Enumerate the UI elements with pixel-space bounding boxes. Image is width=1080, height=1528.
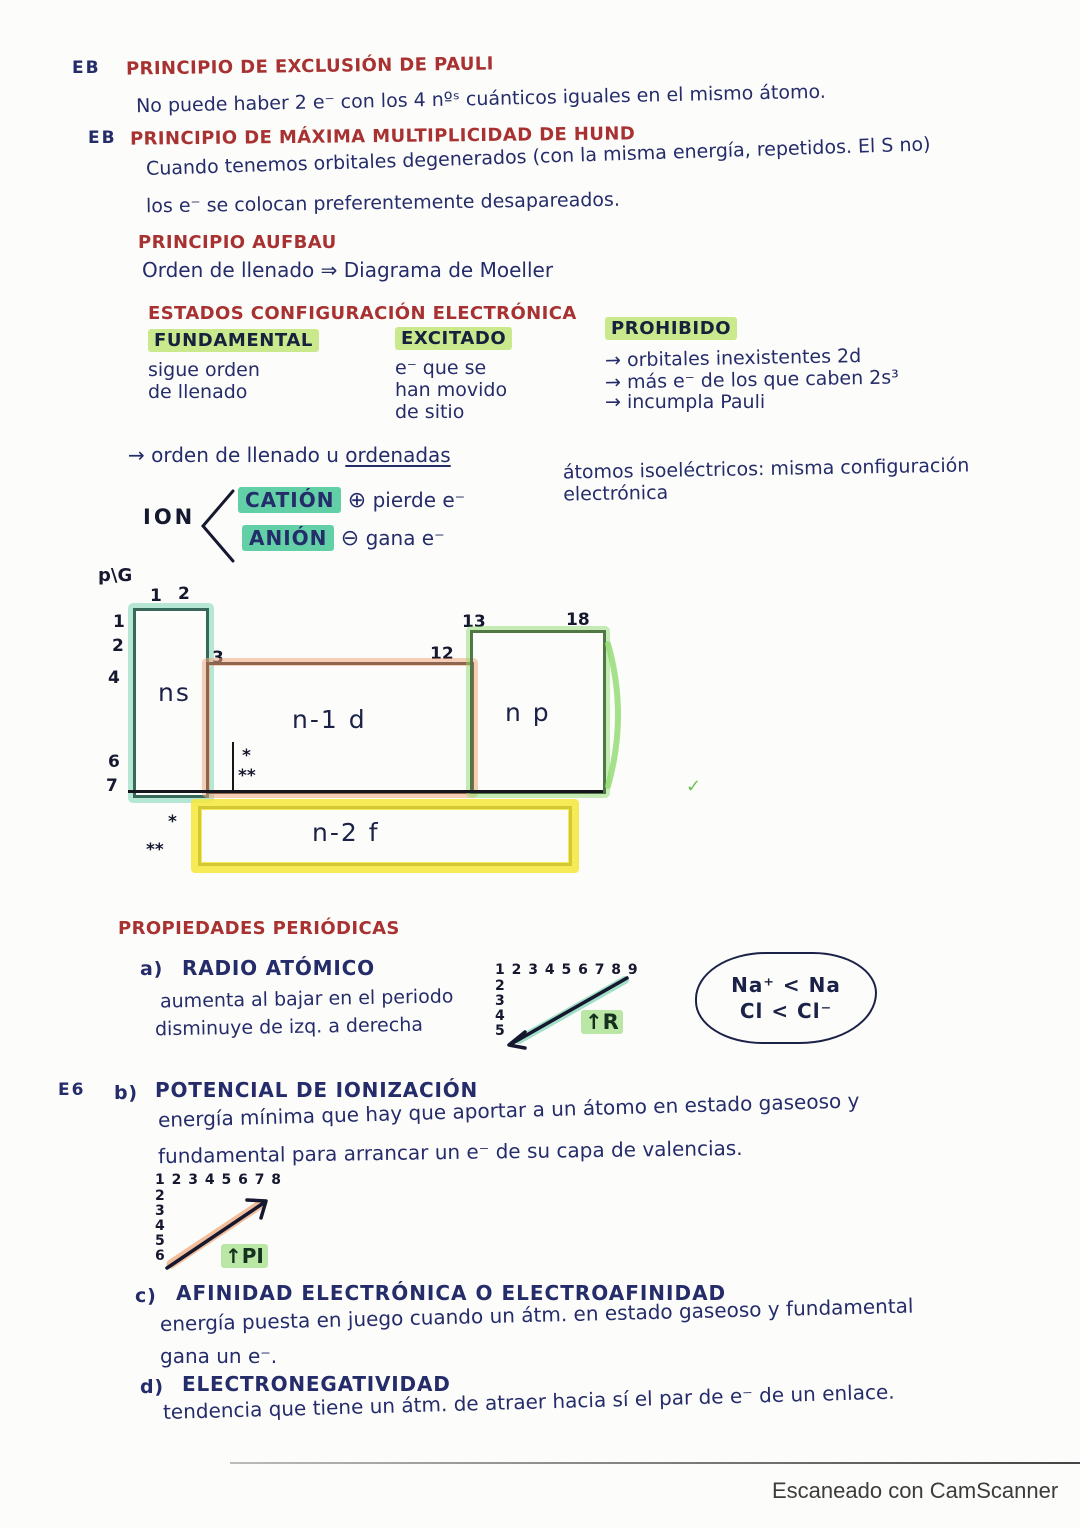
f-block-double-star: ** [146,840,164,860]
p-block-bracket-icon [605,641,621,789]
radio-body-1: aumenta al bajar en el periodo [159,985,454,1013]
fundamental-line-2: de llenado [148,381,248,403]
excitado-label: EXCITADO [395,327,513,350]
fundamental-label: FUNDAMENTAL [148,329,320,352]
ionizacion-trend-label: ↑PI [221,1244,268,1268]
radio-axis-5: 5 [495,1023,505,1039]
period-label-7: 7 [106,776,118,796]
ionizacion-axis-4: 4 [155,1218,165,1234]
afinidad-body-2: gana un e⁻. [160,1344,278,1368]
group-label-1: 1 [150,586,162,606]
period-label-4: 4 [108,668,120,688]
d-block-double-star: ** [238,766,256,786]
camscanner-credit: Escaneado con CamScanner [772,1478,1059,1503]
anion-text: gana e⁻ [365,526,445,550]
excitado-line-1: e⁻ que se [395,357,487,379]
afinidad-title: AFINIDAD ELECTRÓNICA O ELECTROAFINIDAD [176,1281,727,1305]
radio-axis-2: 2 [495,978,505,994]
prohibido-item-2: → más e⁻ de los que caben 2s³ [604,366,899,394]
cloud-line-sodium: Na⁺ < Na [731,973,841,997]
ptable-corner-label: p\G [98,565,133,586]
s-block-label: ns [158,678,191,707]
ionizacion-diagram-top-axis: 1 2 3 4 5 6 7 8 [155,1172,283,1188]
fundamental-line-1: sigue orden [148,359,260,381]
ionizacion-marker: b) [114,1082,138,1104]
check-icon: ✓ [686,776,702,797]
d-block-label: n-1 d [292,705,367,734]
ionizacion-axis-5: 5 [155,1233,165,1249]
margin-note-e6: E6 [58,1080,86,1100]
ion-label: ION [143,505,196,529]
ionizacion-axis-2: 2 [155,1188,165,1204]
radio-diagram-left-axis: 2 3 4 5 [495,979,505,1039]
estado-prohibido: PROHIBIDO → orbitales inexistentes 2d → … [604,317,899,413]
ion-brace-icon [201,489,235,563]
p-block-label: n p [505,698,551,727]
ionizacion-body-2: fundamental para arrancar un e⁻ de su ca… [157,1135,743,1169]
estado-fundamental: FUNDAMENTAL sigue orden de llenado [148,329,320,403]
period-label-1: 1 [113,612,125,632]
cloud-line-chlorine: Cl < Cl⁻ [739,999,833,1023]
cation-row: CATIÓN ⊕ pierde e⁻ [238,487,466,513]
radio-diagram-top-axis: 1 2 3 4 5 6 7 8 9 [495,962,639,978]
cation-label: CATIÓN [238,487,342,513]
aufbau-title: PRINCIPIO AUFBAU [138,232,337,253]
ionizacion-trend-diagram: 1 2 3 4 5 6 7 8 2 3 4 5 6 ↑PI [153,1172,333,1277]
orden-llenado-underlined: ordenadas [345,443,451,467]
radio-axis-3: 3 [495,993,505,1009]
minus-circle-icon: ⊖ [340,526,360,551]
afinidad-marker: c) [135,1285,157,1307]
anion-label: ANIÓN [242,525,335,551]
isoelectric-note: átomos isoeléctricos: misma configuració… [563,454,970,505]
group-label-18: 18 [566,610,590,630]
radio-marker: a) [140,958,164,980]
ionizacion-diagram-left-axis: 2 3 4 5 6 [155,1189,165,1264]
ptable-baseline [128,790,603,793]
pauli-title: PRINCIPIO DE EXCLUSIÓN DE PAULI [125,53,494,80]
orden-llenado-prefix: → orden de llenado u [128,443,346,467]
estado-excitado: EXCITADO e⁻ que se han movido de sitio [395,327,513,423]
ionizacion-axis-3: 3 [155,1203,165,1219]
radio-trend-label: ↑R [581,1010,623,1034]
radio-axis-4: 4 [495,1008,505,1024]
radio-arrow-icon [507,976,629,1050]
group-label-2: 2 [178,584,190,604]
f-block-label: n-2 f [312,818,380,847]
pauli-body: No puede haber 2 e⁻ con los 4 nºˢ cuánti… [135,80,827,118]
prohibido-item-3: → incumpla Pauli [605,391,766,413]
margin-note-eb-1: EB [72,58,101,78]
scan-edge-line [230,1462,1080,1464]
ionizacion-axis-6: 6 [155,1248,165,1264]
cation-text: pierde e⁻ [372,488,466,512]
anion-row: ANIÓN ⊖ gana e⁻ [242,525,445,551]
electroneg-title: ELECTRONEGATIVIDAD [182,1372,451,1396]
orden-llenado-note: → orden de llenado u ordenadas [128,443,451,467]
d-block-star: * [242,746,251,766]
radio-example-cloud: Na⁺ < Na Cl < Cl⁻ [695,952,877,1044]
ionizacion-title: POTENCIAL DE IONIZACIÓN [155,1078,479,1102]
radio-body-2: disminuye de izq. a derecha [154,1013,424,1041]
f-block-star: * [168,812,177,832]
radio-trend-diagram: 1 2 3 4 5 6 7 8 9 2 3 4 5 ↑R [493,962,673,1052]
period-label-6: 6 [108,752,120,772]
f-block [191,799,579,873]
prohibido-label: PROHIBIDO [605,317,738,340]
electroneg-marker: d) [140,1376,164,1398]
ionizacion-arrow-icon [165,1198,268,1270]
radio-title: RADIO ATÓMICO [182,956,375,980]
propiedades-title: PROPIEDADES PERIÓDICAS [118,918,400,939]
excitado-line-3: de sitio [395,401,465,423]
plus-circle-icon: ⊕ [347,488,367,513]
d-block-star-divider [232,742,234,790]
margin-note-eb-2: EB [88,128,117,148]
hund-body-2: los e⁻ se colocan preferentemente desapa… [145,188,621,218]
excitado-line-2: han movido [395,379,508,401]
estados-title: ESTADOS CONFIGURACIÓN ELECTRÓNICA [148,303,577,324]
aufbau-body: Orden de llenado ⇒ Diagrama de Moeller [142,258,554,282]
period-label-2: 2 [112,636,124,656]
